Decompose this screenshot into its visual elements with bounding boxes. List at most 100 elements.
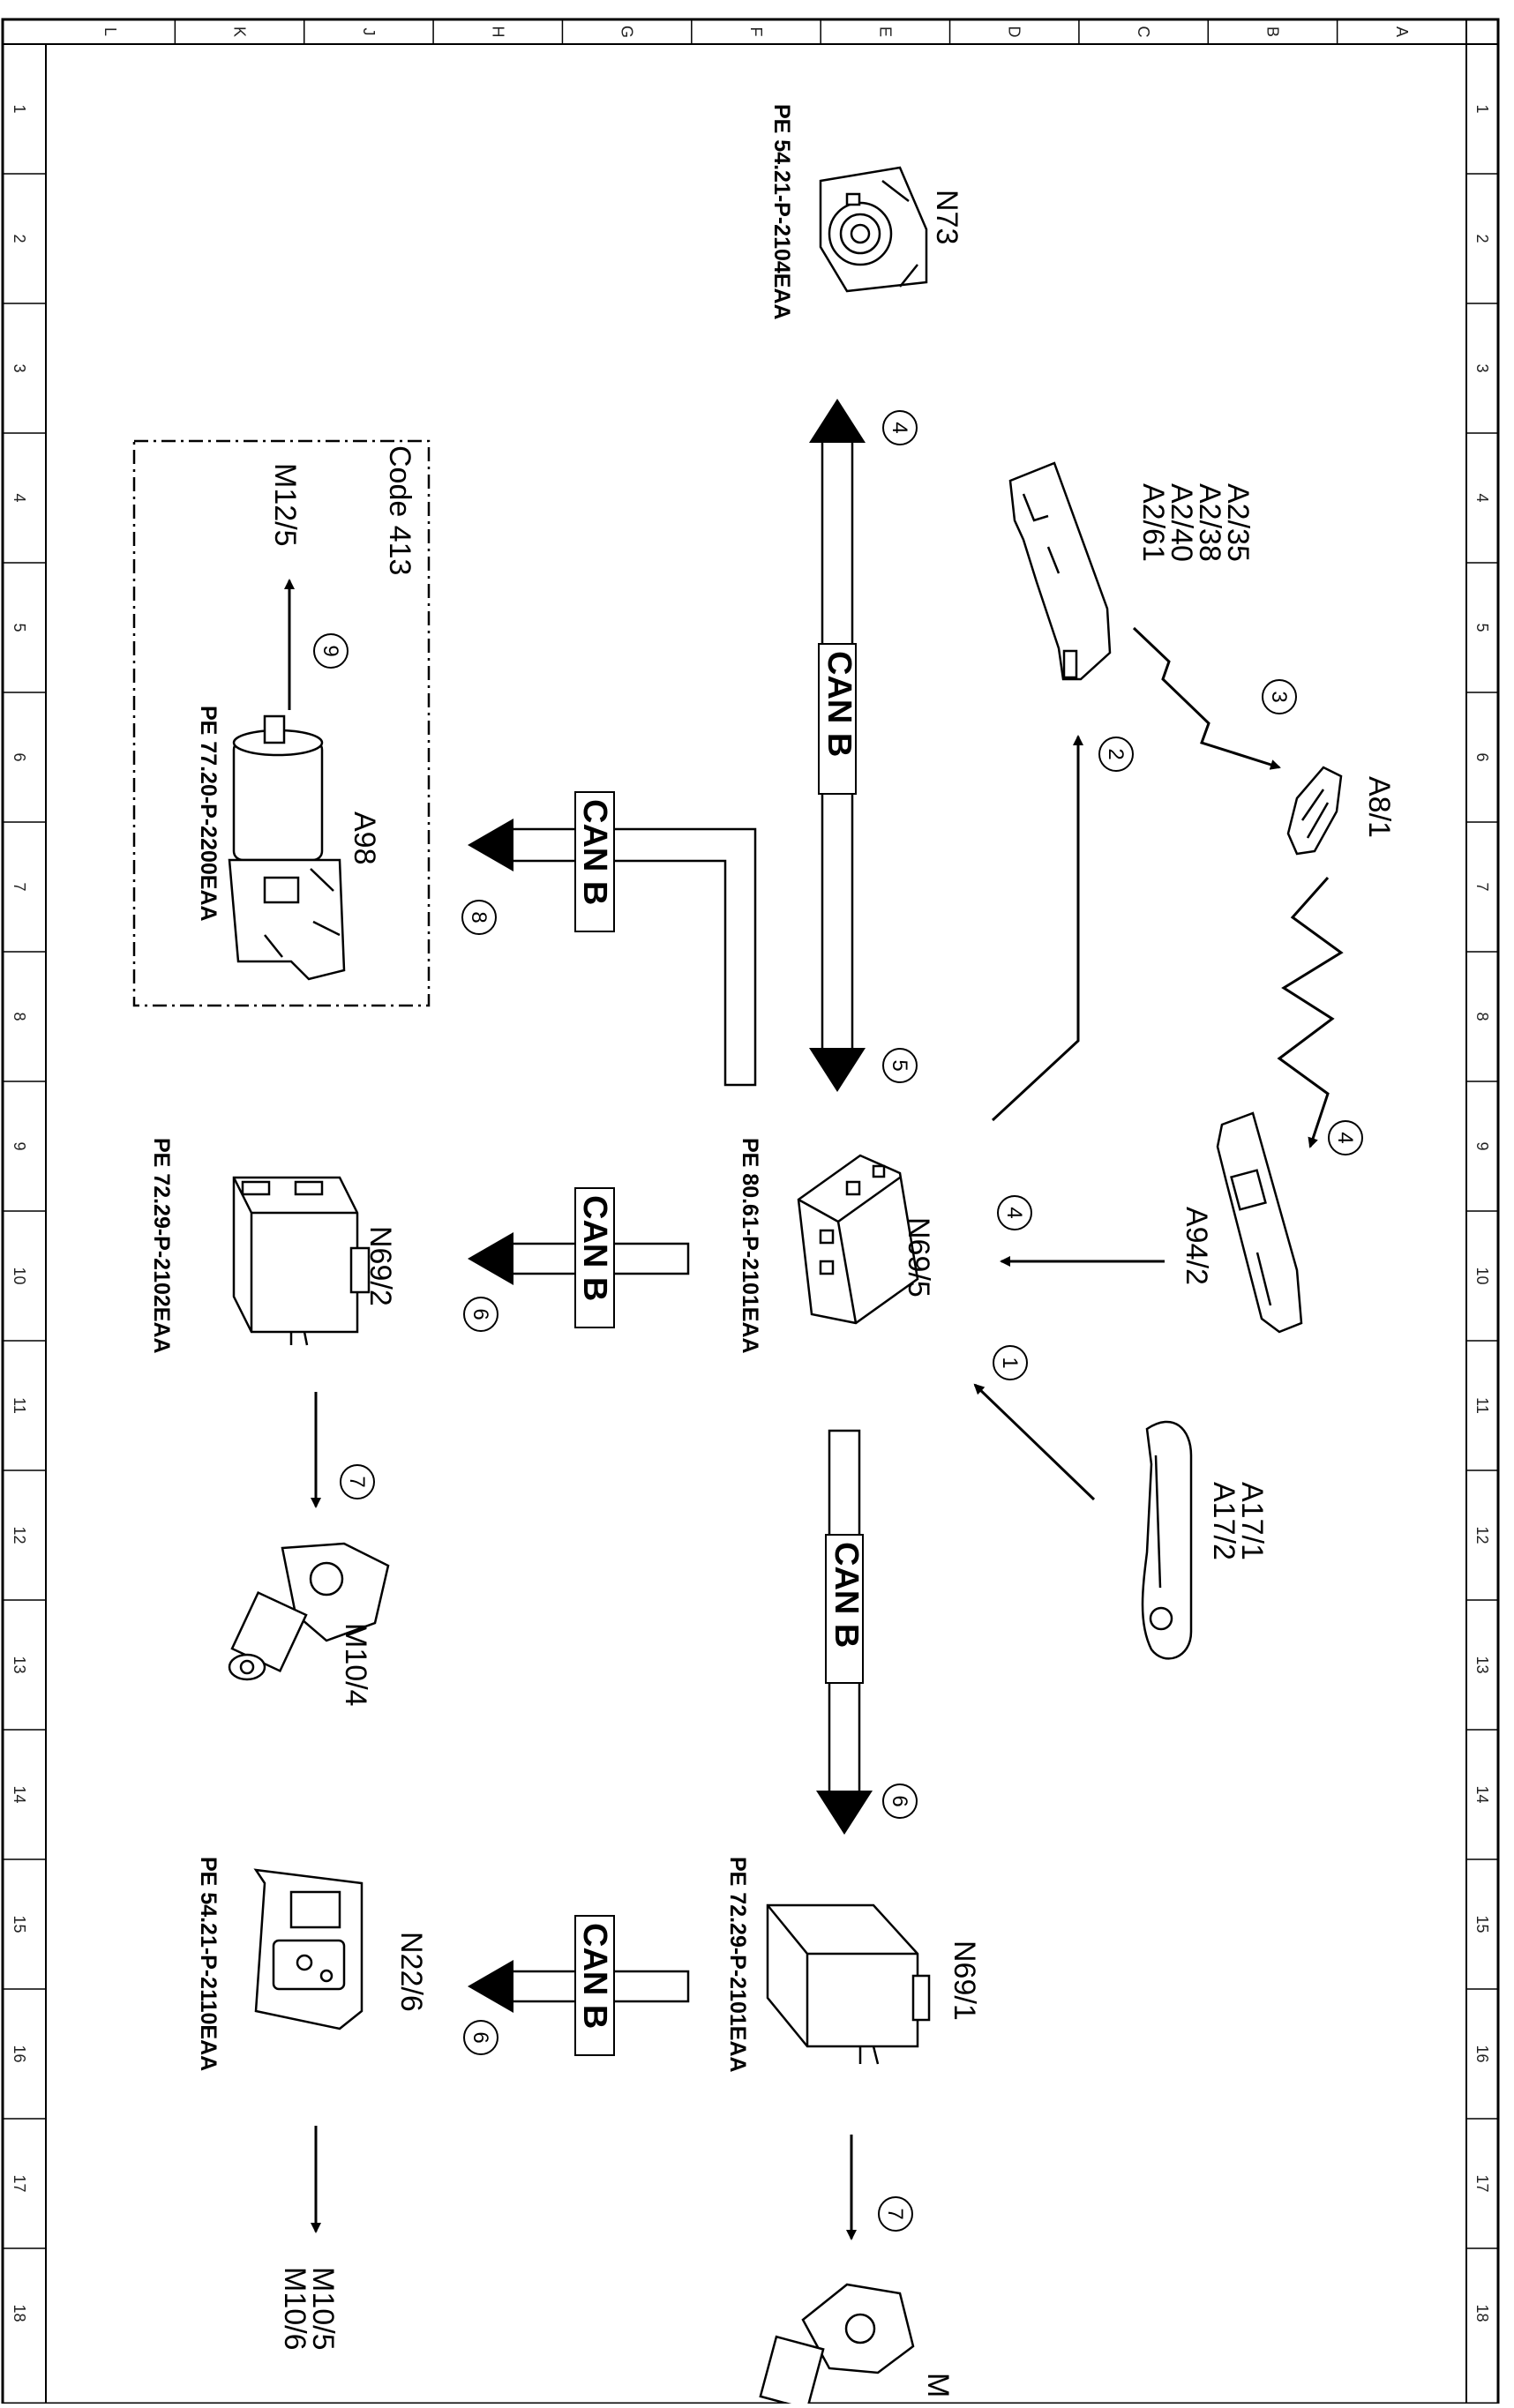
component-m-partial-motor — [759, 2283, 915, 2408]
step-circle-7-m10-4: 7 — [340, 1464, 375, 1499]
step-circle-6-n22-6: 6 — [463, 2020, 498, 2055]
row-number-10-left: 10 — [11, 1267, 28, 1284]
svg-text:4: 4 — [1002, 1207, 1026, 1218]
svg-text:6: 6 — [888, 1795, 911, 1806]
svg-text:4: 4 — [1333, 1132, 1357, 1143]
step-markers: 4 5 2 3 4 4 1 8 9 6 7 6 6 7 — [313, 410, 1363, 2232]
label-a17-2: A17/2 — [1207, 1482, 1240, 1560]
column-letter-h: H — [489, 26, 506, 38]
step-circle-4-right: 4 — [1328, 1120, 1363, 1155]
svg-text:2: 2 — [1104, 748, 1128, 759]
ref-n73: PE 54.21-P-2104EAA — [769, 104, 794, 320]
row-number-7-right: 7 — [1473, 882, 1491, 891]
can-b-label-3: CAN B — [576, 1195, 613, 1301]
svg-text:8: 8 — [467, 911, 491, 923]
svg-text:5: 5 — [888, 1059, 911, 1071]
row-number-8-right: 8 — [1473, 1012, 1491, 1021]
column-letter-c: C — [1135, 26, 1152, 38]
component-a2-bracket — [1008, 461, 1112, 681]
step-circle-8: 8 — [461, 900, 497, 935]
can-b-label-2: CAN B — [576, 799, 613, 905]
row-number-2-left: 2 — [11, 234, 28, 243]
row-number-17-right: 17 — [1473, 2174, 1491, 2192]
row-number-11-right: 11 — [1473, 1397, 1491, 1414]
can-bus-a98: CAN B — [468, 791, 757, 1087]
row-number-12-right: 12 — [1473, 1526, 1491, 1544]
label-m10-6: M10/6 — [278, 2267, 311, 2351]
component-n69-1-module — [766, 1903, 931, 2065]
arrow-a2-to-a8-1 — [1132, 626, 1281, 770]
label-a98: A98 — [348, 811, 381, 865]
svg-text:1: 1 — [998, 1357, 1022, 1368]
can-bus-n69-2: CAN B — [468, 1187, 690, 1328]
component-n73 — [819, 166, 928, 293]
arrow-n69-5-to-a2 — [991, 735, 1083, 1122]
row-number-13-left: 13 — [11, 1656, 28, 1673]
label-a8-1: A8/1 — [1362, 776, 1396, 838]
component-a8-1-key — [1286, 766, 1343, 856]
component-n22-6-panel — [253, 1868, 364, 2030]
row-number-8-left: 8 — [11, 1012, 28, 1021]
row-number-18-left: 18 — [11, 2304, 28, 2322]
row-number-15-right: 15 — [1473, 1915, 1491, 1933]
row-number-5-left: 5 — [11, 623, 28, 632]
row-number-9-right: 9 — [1473, 1141, 1491, 1150]
row-number-5-right: 5 — [1473, 623, 1491, 632]
row-number-13-right: 13 — [1473, 1656, 1491, 1673]
label-m12-5: M12/5 — [268, 463, 302, 547]
component-n69-5-module — [797, 1154, 919, 1325]
step-circle-4-mid: 4 — [997, 1195, 1032, 1230]
row-number-14-left: 14 — [11, 1785, 28, 1803]
svg-text:6: 6 — [468, 1308, 492, 1320]
step-circle-5: 5 — [882, 1048, 918, 1083]
row-number-16-left: 16 — [11, 2045, 28, 2062]
can-b-label-5: CAN B — [576, 1923, 613, 2029]
step-circle-9: 9 — [313, 633, 349, 669]
row-number-2-right: 2 — [1473, 234, 1491, 243]
label-a94-2: A94/2 — [1180, 1207, 1213, 1285]
column-letter-f: F — [747, 27, 765, 37]
row-number-9-left: 9 — [11, 1141, 28, 1150]
component-a94-2-handle — [1216, 1111, 1303, 1334]
ref-n69-5: PE 80.61-P-2101EAA — [738, 1138, 762, 1354]
row-number-7-left: 7 — [11, 882, 28, 891]
svg-text:7: 7 — [345, 1476, 369, 1487]
label-a17-1: A17/1 — [1235, 1482, 1269, 1560]
column-letter-d: D — [1006, 26, 1023, 38]
row-number-10-right: 10 — [1473, 1267, 1491, 1284]
step-circle-4-top: 4 — [882, 410, 918, 445]
row-number-15-left: 15 — [11, 1915, 28, 1933]
code-413-label: Code 413 — [383, 445, 416, 575]
svg-text:6: 6 — [468, 2031, 492, 2043]
step-circle-6-n69-2: 6 — [463, 1297, 498, 1332]
column-letter-a: A — [1393, 26, 1411, 37]
signal-arrows — [284, 579, 1344, 2240]
component-n69-2-module — [232, 1176, 371, 1346]
label-n73: N73 — [930, 190, 963, 244]
label-a2-61: A2/61 — [1136, 483, 1170, 562]
row-number-17-left: 17 — [11, 2174, 28, 2192]
label-m10-5: M10/5 — [306, 2267, 340, 2351]
step-circle-2: 2 — [1098, 737, 1134, 772]
arrow-a8-1-to-a94-2 — [1277, 877, 1344, 1148]
row-number-3-left: 3 — [11, 363, 28, 372]
component-labels: N73 PE 54.21-P-2104EAA A2/35 A2/38 A2/40… — [149, 104, 1396, 2397]
row-number-4-right: 4 — [1473, 493, 1491, 502]
component-a17-door-handle — [1141, 1420, 1193, 1660]
svg-text:9: 9 — [319, 645, 342, 656]
row-number-18-right: 18 — [1473, 2304, 1491, 2322]
component-a98-motor — [228, 714, 346, 981]
can-b-label-4: CAN B — [828, 1542, 865, 1648]
row-number-3-right: 3 — [1473, 363, 1491, 372]
column-letter-e: E — [876, 26, 894, 37]
row-number-14-right: 14 — [1473, 1785, 1491, 1803]
can-bus-n69-1: CAN B — [816, 1429, 873, 1835]
label-m-partial: M — [921, 2373, 955, 2397]
ref-n69-2: PE 72.29-P-2102EAA — [149, 1138, 174, 1354]
column-letter-b: B — [1263, 26, 1281, 37]
row-number-1-left: 1 — [11, 104, 28, 113]
row-number-1-right: 1 — [1473, 104, 1491, 113]
svg-text:3: 3 — [1267, 691, 1291, 702]
